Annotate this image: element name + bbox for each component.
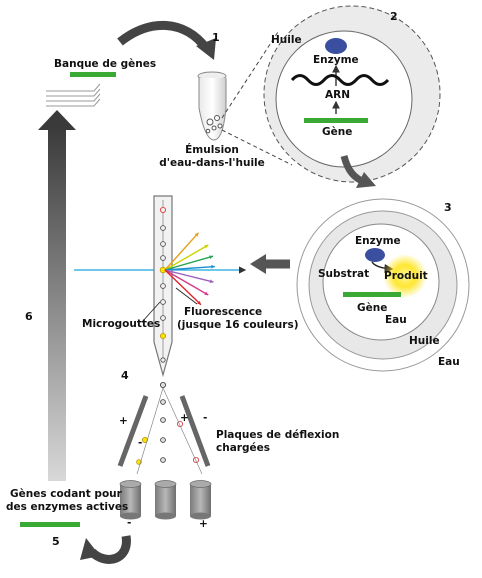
- step-number-2: 2: [390, 10, 398, 23]
- zoom-dashed-line-bottom: [221, 129, 293, 166]
- gene-label-mid: Gène: [357, 302, 388, 314]
- deflection-plates-label-line1: Plaques de déflexion: [216, 429, 340, 441]
- gene-label-top: Gène: [322, 126, 353, 138]
- oil-label-top: Huile: [271, 34, 302, 46]
- deflection-plate-right: [179, 395, 211, 467]
- zoom-dashed-line-top: [221, 31, 279, 119]
- oil-label-mid: Huile: [409, 335, 440, 347]
- step-number-4: 4: [121, 369, 129, 382]
- gene-bank-gene-bar: [70, 72, 116, 77]
- plate-charge-plus-left: +: [119, 415, 128, 427]
- channel-droplets: [159, 206, 167, 363]
- water-outer-label: Eau: [438, 356, 460, 368]
- fluorescence-ray-arrowhead: [209, 255, 214, 260]
- step-number-5: 5: [52, 535, 60, 548]
- sorting-trajectories: [136, 387, 203, 475]
- deflection-plates-label-line2: chargées: [216, 442, 270, 454]
- product-glow: [383, 254, 427, 298]
- droplet-zoom-inner: [275, 30, 413, 168]
- fluorescence-ray: [164, 269, 214, 283]
- arn-label: ARN: [325, 89, 350, 101]
- step-number-3: 3: [444, 201, 452, 214]
- step-number-1: 1: [212, 31, 220, 44]
- fluorescence-ray-arrowhead: [209, 279, 214, 284]
- bin-charge-plus-right: +: [199, 518, 208, 530]
- microdroplets-leader: [141, 301, 161, 323]
- enzyme-icon-mid: [365, 248, 385, 262]
- fluorescence-ray-arrowhead: [204, 291, 209, 295]
- fluorescence-label-line1: Fluorescence: [184, 306, 263, 318]
- fluorescence-leader: [175, 287, 198, 305]
- sorting-droplets: [136, 381, 199, 465]
- droplet-water-inner: [322, 223, 440, 341]
- fluorescence-ray-arrowhead: [194, 232, 199, 237]
- enzyme-label-mid: Enzyme: [355, 235, 401, 247]
- collection-bin-middle: [154, 480, 177, 520]
- enzyme-label-top: Enzyme: [313, 54, 359, 66]
- arn-wave: [290, 74, 390, 86]
- fluorescence-ray-arrowhead: [211, 264, 215, 269]
- gene-bar-mid: [343, 292, 401, 297]
- water-inner-label: Eau: [385, 314, 407, 326]
- plate-charge-minus-right: -: [203, 412, 208, 424]
- step-number-6: 6: [25, 310, 33, 323]
- fluorescence-ray: [164, 269, 202, 306]
- deflection-plate-left: [117, 395, 149, 467]
- active-genes-label-line2: des enzymes actives: [6, 501, 129, 513]
- gene-bar-top: [304, 118, 368, 123]
- emulsion-tube: [197, 71, 227, 141]
- fluorescence-ray: [164, 244, 209, 271]
- fluorescence-ray: [164, 265, 215, 271]
- recycle-up-arrow-shaft: [48, 126, 66, 481]
- fluorescence-ray-arrowhead: [197, 300, 201, 305]
- enzyme-icon-top: [325, 38, 347, 54]
- fluorescence-ray: [164, 232, 199, 271]
- gene-bank-stack: [46, 83, 101, 107]
- substrate-label: Substrat: [318, 268, 370, 280]
- active-genes-label-line1: Gènes codant pour: [10, 488, 122, 500]
- collection-bin-left: [119, 480, 142, 520]
- product-label: Produit: [384, 270, 428, 282]
- bin-charge-minus-left: -: [127, 517, 132, 529]
- emulsion-label-line2: d'eau-dans-l'huile: [159, 157, 265, 169]
- gene-bank-label: Banque de gènes: [54, 58, 157, 70]
- active-gene-bar: [20, 522, 80, 527]
- plate-charge-minus-left: -: [138, 437, 143, 449]
- recycle-up-arrow-head: [38, 110, 76, 130]
- microdroplets-label: Microgouttes: [82, 318, 161, 330]
- plate-charge-plus-right: +: [180, 412, 189, 424]
- emulsion-label-line1: Émulsion: [185, 144, 239, 156]
- fluorescence-ray: [164, 269, 209, 296]
- fluorescence-ray: [164, 255, 214, 271]
- collection-bin-right: [189, 480, 212, 520]
- fluorescence-label-line2: (jusque 16 couleurs): [177, 319, 299, 331]
- fluorescence-ray-arrowhead: [204, 245, 209, 249]
- step1-curved-arrow: [117, 20, 210, 51]
